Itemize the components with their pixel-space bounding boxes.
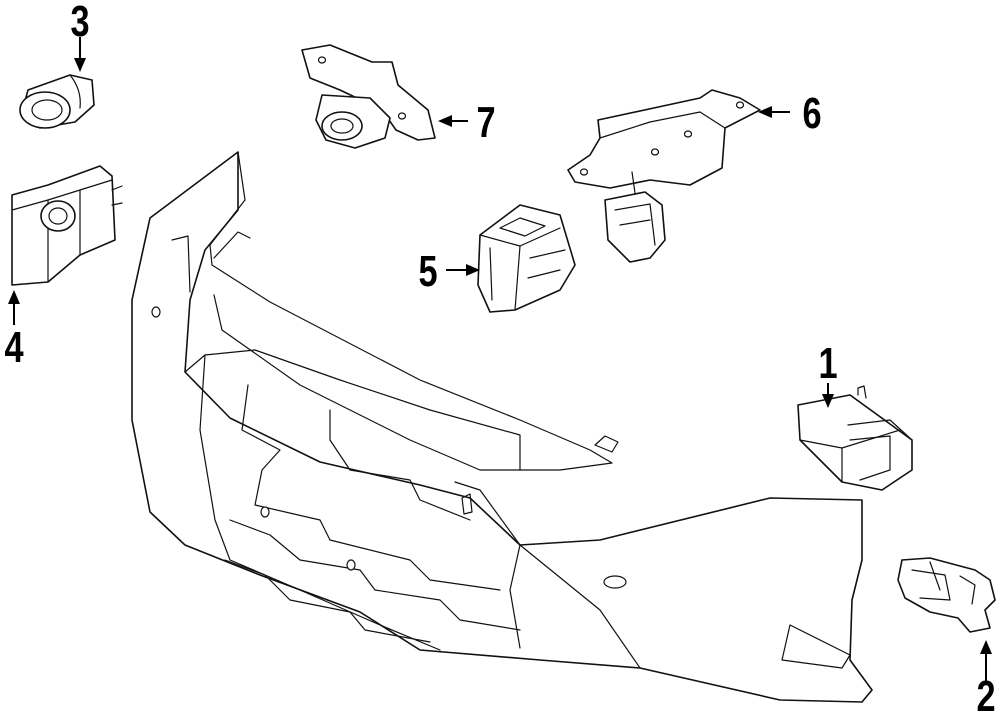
callout-2: 2 — [976, 672, 996, 721]
callout-3: 3 — [70, 0, 90, 46]
callout-5: 5 — [418, 247, 438, 296]
part-3-sensor — [19, 74, 95, 129]
part-4-holder — [11, 165, 123, 286]
callout-4: 4 — [4, 323, 24, 372]
part-5-module — [477, 204, 576, 313]
part-7-camera — [301, 44, 436, 149]
callout-7: 7 — [476, 98, 496, 147]
part-6-bracket — [567, 89, 761, 263]
front-bumper — [131, 151, 873, 703]
callout-6: 6 — [802, 89, 822, 138]
part-2-bracket — [897, 557, 996, 633]
part-1-connector — [797, 385, 913, 491]
leader-arrows — [8, 37, 992, 682]
callout-1: 1 — [818, 339, 838, 388]
